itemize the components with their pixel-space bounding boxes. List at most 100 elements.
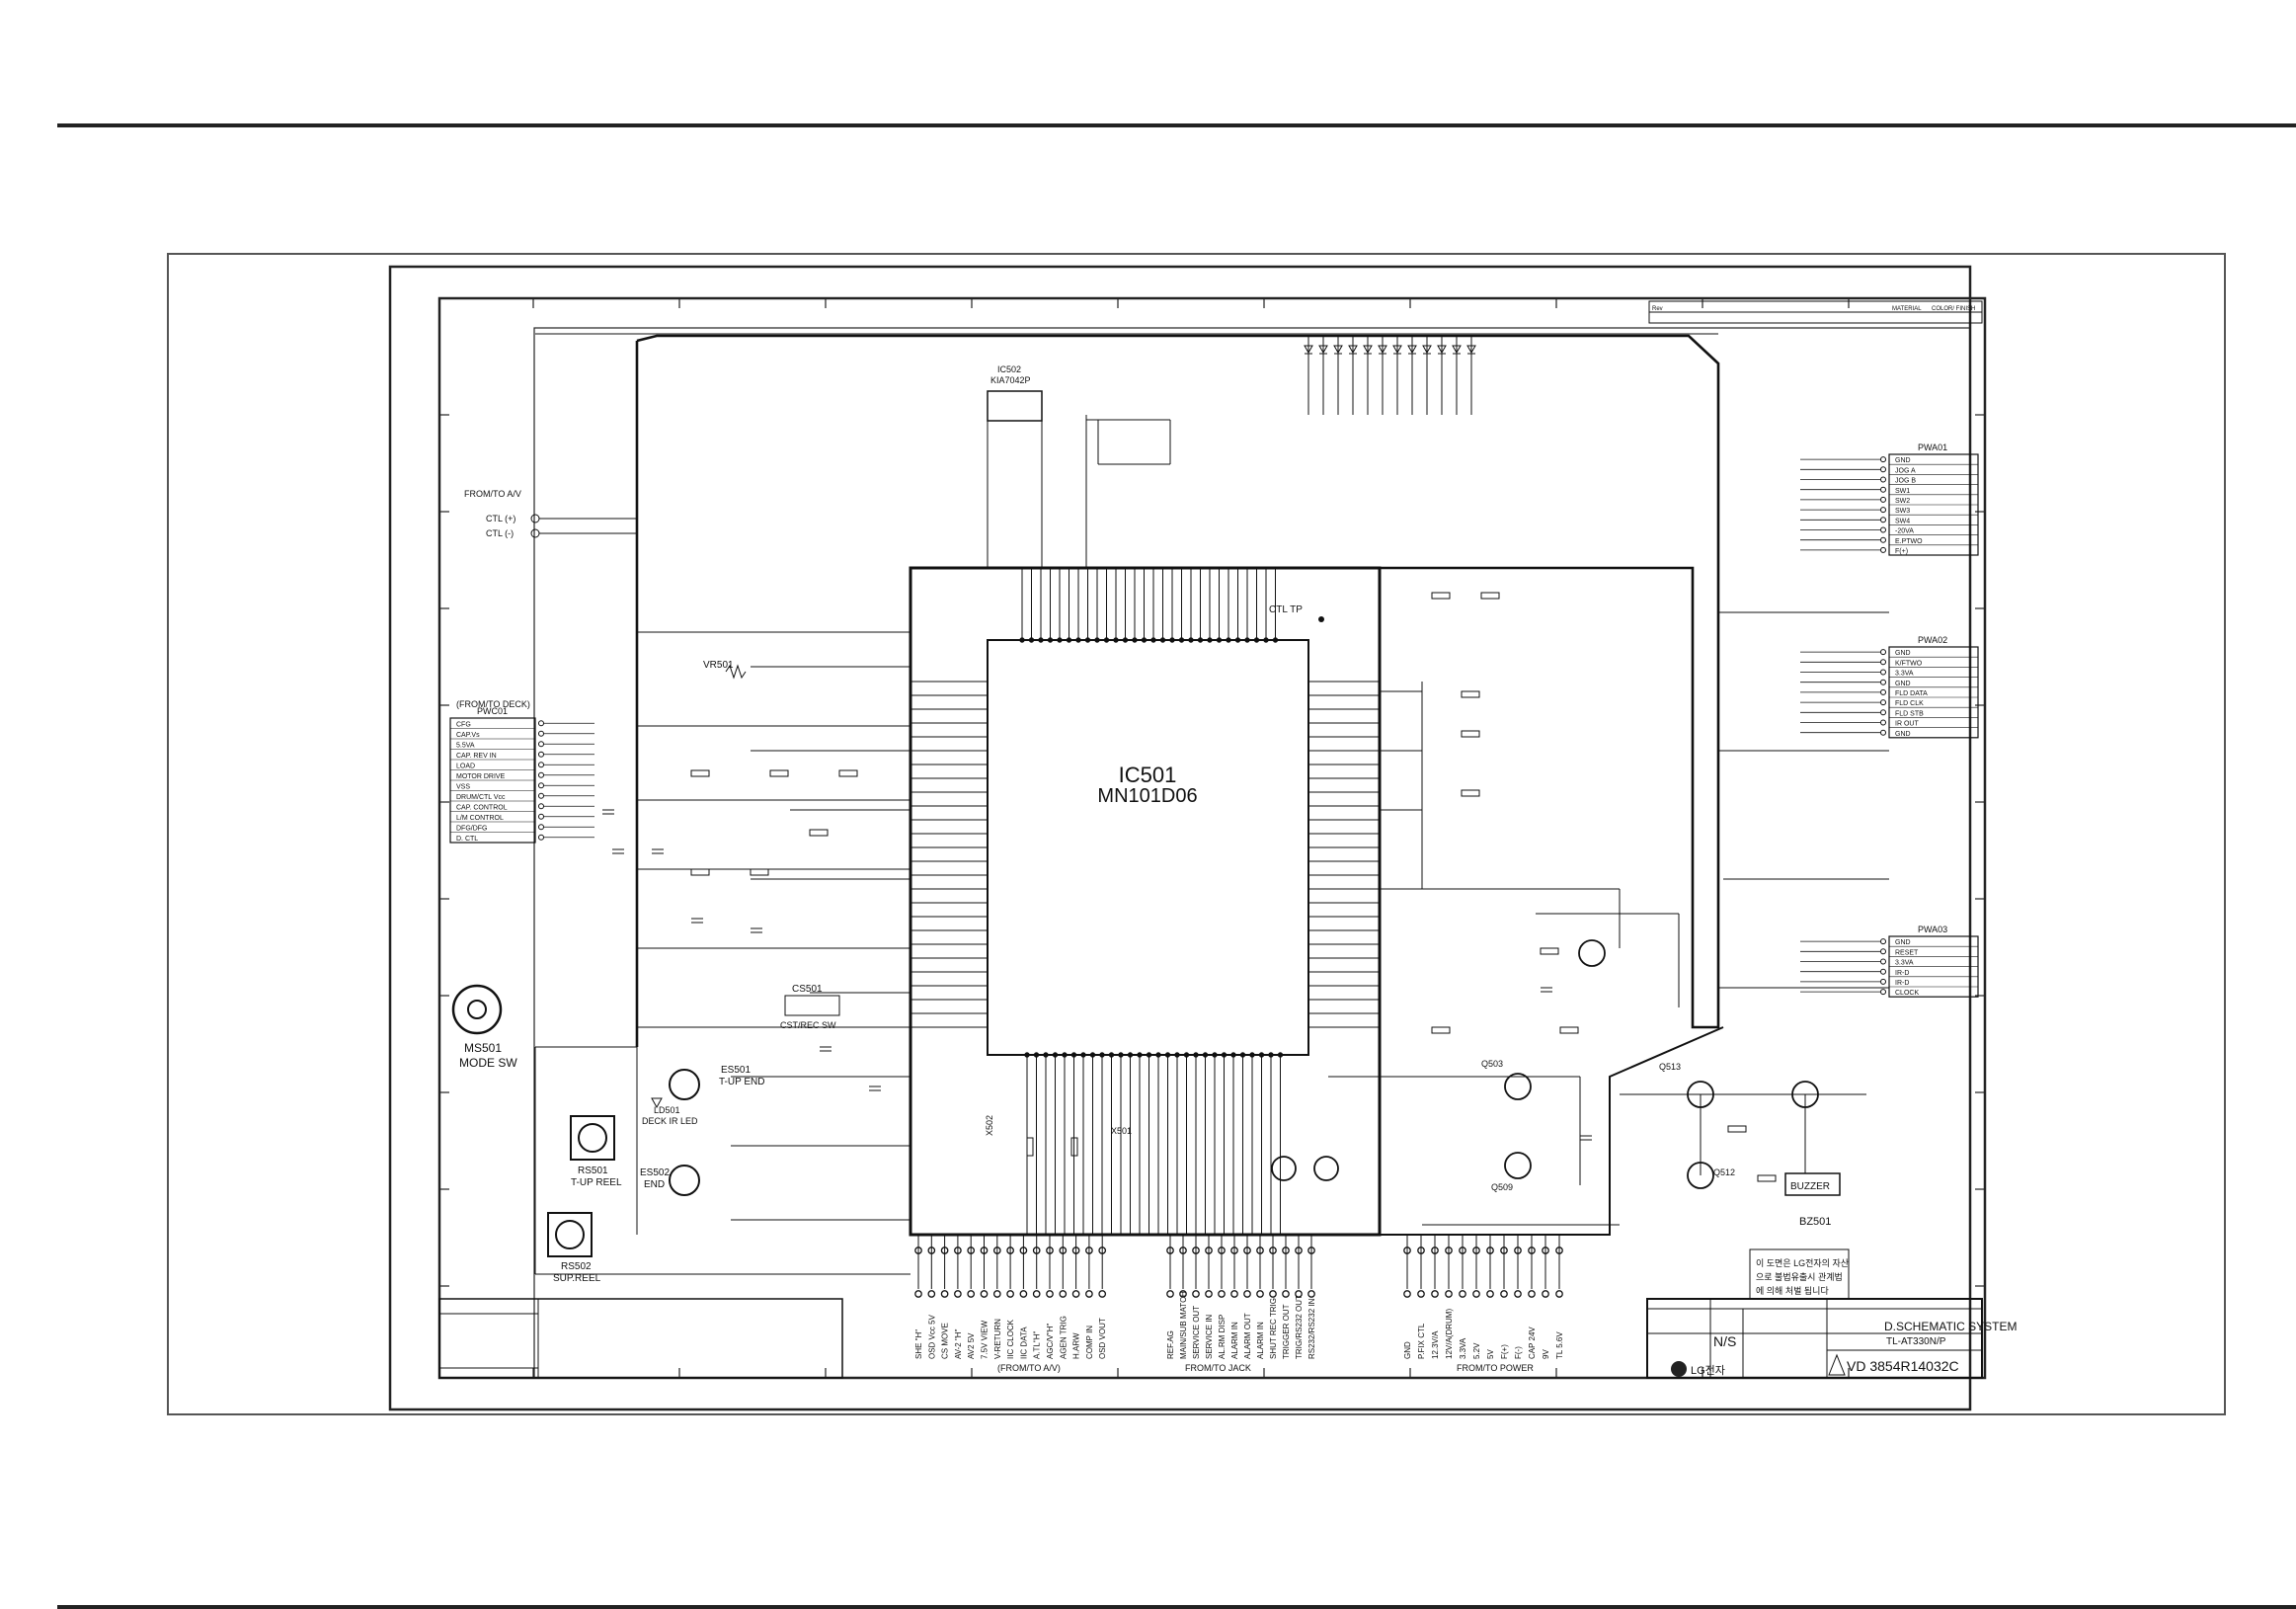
approval-block	[438, 1298, 843, 1379]
ic502-part: KIA7042P	[990, 375, 1031, 385]
ctl-plus-label: CTL (+)	[486, 514, 515, 523]
connector-ref: PWC01	[477, 706, 508, 716]
q512-transistor	[1271, 1156, 1339, 1181]
connector-pin-label: CFG	[456, 722, 471, 729]
connector-pin-label: LOAD	[456, 764, 475, 770]
ctl-minus-label: CTL (-)	[486, 528, 514, 538]
mode-switch-label: MODE SW	[459, 1056, 517, 1070]
mode-switch-body	[451, 984, 503, 1035]
connector-pin-label: FLD DATA	[1895, 690, 1928, 697]
svg-text:X502: X502	[985, 1115, 994, 1136]
q509-transistor: Q509	[1491, 1152, 1532, 1192]
bottom-signal-label: SERVICE IN	[1205, 1315, 1214, 1359]
bottom-signal-label: CS MOVE	[941, 1323, 950, 1359]
lg-brand: LG전자	[1691, 1364, 1725, 1377]
bottom-signal-label: 5V	[1486, 1349, 1495, 1359]
bottom-rule	[57, 1605, 2296, 1609]
connector-pin-label: FLD STB	[1895, 710, 1924, 717]
rs501-sensor: RS501 T-UP REEL	[570, 1115, 622, 1188]
bottom-signal-label: IIC CLOCK	[1006, 1319, 1015, 1359]
bottom-signal-label: SHE "H"	[914, 1329, 923, 1359]
bottom-signal-label: TL 5.6V	[1555, 1331, 1564, 1359]
vr501-label: VR501	[703, 660, 734, 671]
bottom-signal-label: CAP 24V	[1528, 1327, 1537, 1359]
note-line-3: 에 의해 처벌 됩니다	[1756, 1285, 1829, 1296]
svg-text:Q512: Q512	[1713, 1167, 1735, 1177]
lg-logo	[1671, 1361, 1687, 1377]
connector-pin-label: SW1	[1895, 488, 1910, 495]
ld501-led: LD501 DECK IR LED	[642, 1097, 698, 1126]
note-line-1: 이 도면은 LG전자의 자산	[1756, 1258, 1849, 1268]
bottom-signal-label: TRIGGER OUT	[1282, 1304, 1291, 1359]
model-number: TL-AT330N/P	[1886, 1336, 1946, 1347]
ctl-minus-terminal	[530, 528, 540, 538]
svg-text:DECK IR LED: DECK IR LED	[642, 1116, 698, 1126]
connector-pin-label: JOG B	[1895, 478, 1916, 485]
bottom-signal-label: COMP IN	[1085, 1326, 1094, 1359]
x502-crystal: X502	[985, 1115, 1034, 1157]
connector-pin-label: CAP. REV IN	[456, 753, 497, 760]
material-col: MATERIAL	[1892, 306, 1922, 312]
svg-text:RS501: RS501	[578, 1166, 608, 1176]
bottom-signal-label: REF.AG	[1166, 1330, 1175, 1359]
q503-transistor: Q503	[1481, 1059, 1532, 1100]
bottom-signal-label: SERVICE OUT	[1192, 1306, 1201, 1359]
svg-text:RS502: RS502	[561, 1261, 592, 1272]
connector-pin-label: D. CTL	[456, 836, 478, 843]
bottom-signal-label: P.FIX CTL	[1417, 1323, 1426, 1359]
scale-label: N/S	[1713, 1333, 1736, 1349]
note-line-2: 으로 불법유출시 관계법	[1756, 1271, 1843, 1282]
svg-text:Q509: Q509	[1491, 1182, 1513, 1192]
bottom-signal-label: SHUT REC TRIG	[1269, 1298, 1278, 1359]
bottom-signal-label: OSD Vcc 5V	[927, 1314, 936, 1359]
cs501-ref: CS501	[792, 984, 823, 995]
svg-text:Q503: Q503	[1481, 1059, 1503, 1069]
connector-pin-label: 3.3VA	[1895, 671, 1914, 678]
connector-pin-label: E.PTWO	[1895, 538, 1923, 545]
ic502-ref: IC502	[997, 364, 1021, 374]
deck-offpage-label: (FROM/TO DECK)	[456, 699, 530, 709]
bottom-signal-label: V-RETURN	[993, 1319, 1002, 1359]
svg-text:ES501: ES501	[721, 1065, 751, 1076]
connector-pin-label: MOTOR DRIVE	[456, 773, 506, 780]
bottom-signal-label: H.ARW	[1072, 1332, 1081, 1359]
connector-ref: PWA02	[1918, 635, 1947, 645]
ctl-tp-label: CTL TP	[1269, 604, 1303, 615]
connector-pin-label: IR OUT	[1895, 721, 1919, 728]
bottom-signal-label: 3.3VA	[1459, 1337, 1467, 1359]
bottom-signal-label: 5.2V	[1472, 1342, 1481, 1359]
connector-pin-label: FLD CLK	[1895, 700, 1924, 707]
inner-border	[533, 327, 1971, 1379]
diode-array	[1304, 336, 1476, 415]
svg-text:T-UP REEL: T-UP REEL	[571, 1177, 622, 1188]
x501-crystal: X501	[1070, 1126, 1132, 1157]
bottom-signal-label: F(+)	[1500, 1344, 1509, 1359]
connector-ref: PWA03	[1918, 925, 1947, 934]
bottom-av-offpage: (FROM/TO A/V)	[997, 1363, 1061, 1373]
connector-ref: PWA01	[1918, 442, 1947, 452]
svg-text:SUP.REEL: SUP.REEL	[553, 1273, 601, 1284]
connector-pin-label: 5.5VA	[456, 743, 475, 750]
bottom-signal-label: GND	[1403, 1341, 1412, 1359]
bottom-signal-label: ALARM IN	[1256, 1322, 1265, 1359]
ic501-part: MN101D06	[1097, 785, 1197, 807]
connector-pin-label: F(+)	[1895, 548, 1908, 555]
es502-sensor: ES502 END	[640, 1165, 700, 1196]
bottom-signal-label: ALARM IN	[1230, 1322, 1239, 1359]
title-block	[1646, 1298, 1983, 1379]
connector-pin-label: RESET	[1895, 949, 1919, 956]
connector-pin-label: GND	[1895, 457, 1911, 464]
ic501-core	[987, 639, 1309, 1056]
connector-pin-label: GND	[1895, 939, 1911, 946]
connector-pin-label: GND	[1895, 650, 1911, 657]
wiring	[534, 333, 1889, 1275]
board-region	[636, 334, 1720, 1029]
bottom-jack-offpage: FROM/TO JACK	[1185, 1363, 1251, 1373]
buzzer-ref: BZ501	[1799, 1216, 1831, 1228]
connector-pin-label: CAP.Vs	[456, 732, 480, 739]
q510-transistor: Q512	[1687, 1162, 1735, 1189]
connector-pin-label: DRUM/CTL Vcc	[456, 794, 506, 801]
ctl-plus-terminal	[530, 514, 540, 523]
q-top-transistor	[1578, 939, 1606, 967]
